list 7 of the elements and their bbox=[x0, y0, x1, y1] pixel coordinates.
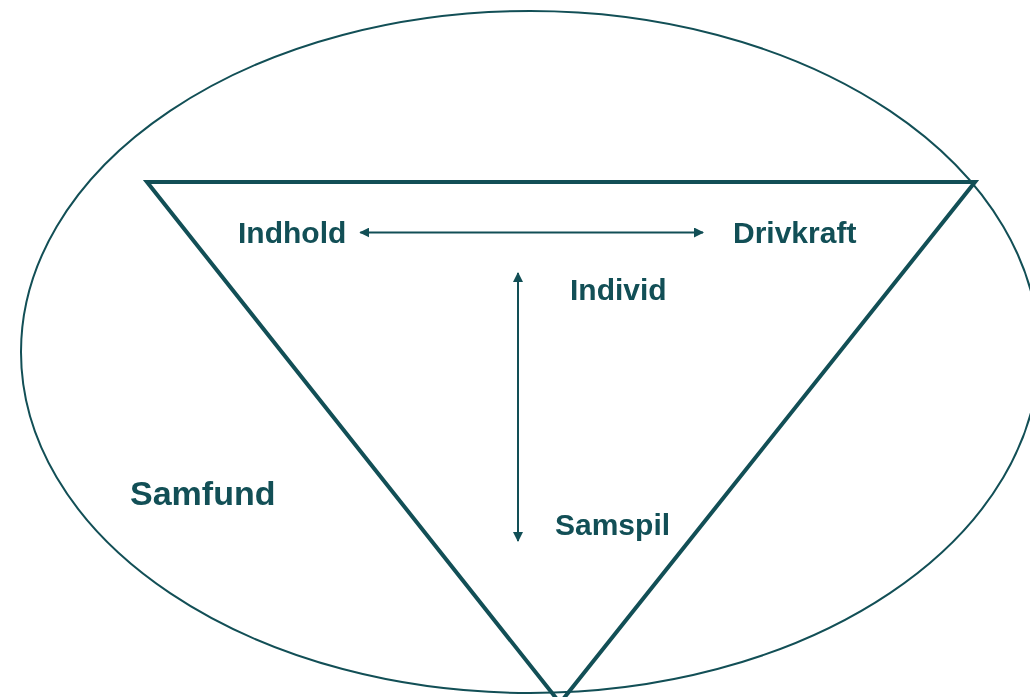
concept-label: Samspil bbox=[555, 508, 671, 541]
concept-label: Indhold bbox=[238, 216, 347, 249]
double-arrow bbox=[513, 272, 523, 542]
double-arrow bbox=[359, 227, 704, 238]
region-label: Samfund bbox=[130, 475, 276, 513]
concept-label: Individ bbox=[570, 273, 667, 306]
concept-label: Drivkraft bbox=[733, 216, 857, 249]
